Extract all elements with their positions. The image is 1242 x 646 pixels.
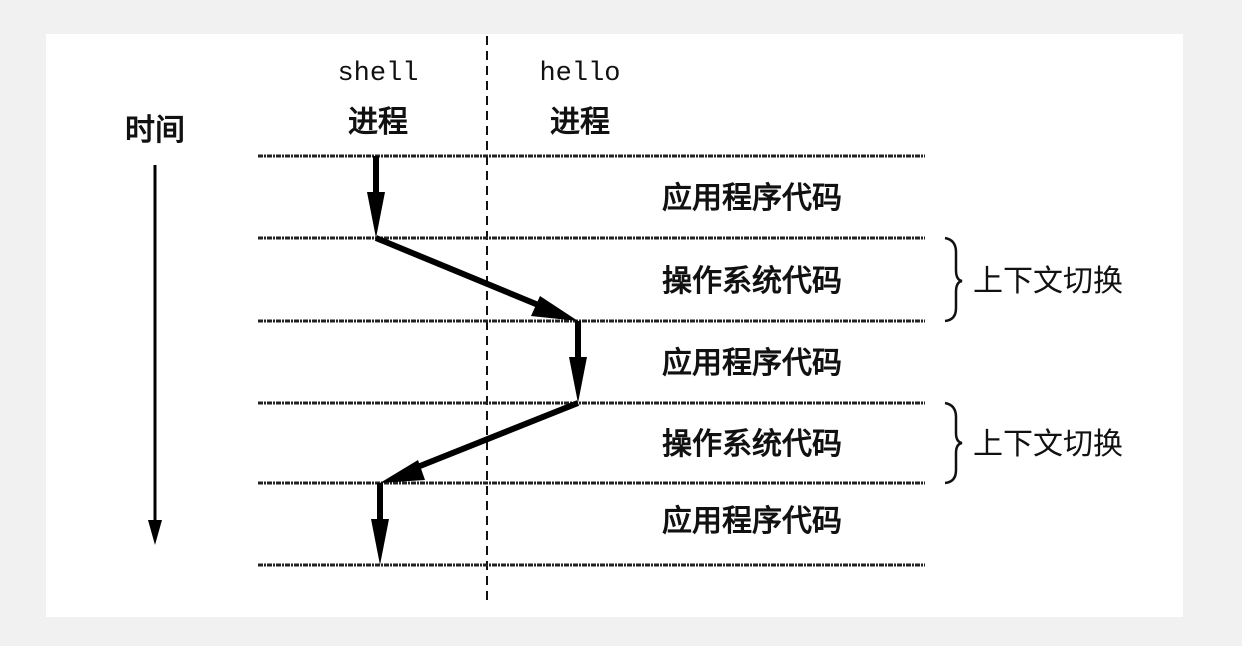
shell-process-name: shell	[337, 59, 418, 89]
row-label: 应用程序代码	[662, 346, 842, 381]
time-arrowhead-icon	[148, 520, 162, 545]
brace-icon	[944, 236, 963, 323]
row-label: 操作系统代码	[662, 427, 842, 462]
hello-process-label: 进程	[550, 105, 610, 140]
diagram-panel	[46, 34, 1183, 617]
hello-process-name: hello	[539, 59, 620, 89]
execution-flow	[367, 156, 587, 565]
row-label: 应用程序代码	[662, 181, 842, 216]
context-switch-label: 上下文切换	[973, 264, 1123, 299]
arrowhead-icon	[380, 460, 425, 483]
arrowhead-icon	[371, 519, 389, 565]
arrowhead-icon	[367, 192, 385, 238]
brace-icon	[944, 401, 963, 485]
shell-process-label: 进程	[348, 105, 408, 140]
row-label: 应用程序代码	[662, 504, 842, 539]
row-label: 操作系统代码	[662, 264, 842, 299]
context-switch-label: 上下文切换	[973, 427, 1123, 462]
arrowhead-icon	[531, 296, 578, 321]
arrowhead-icon	[569, 357, 587, 403]
time-label: 时间	[125, 113, 185, 148]
